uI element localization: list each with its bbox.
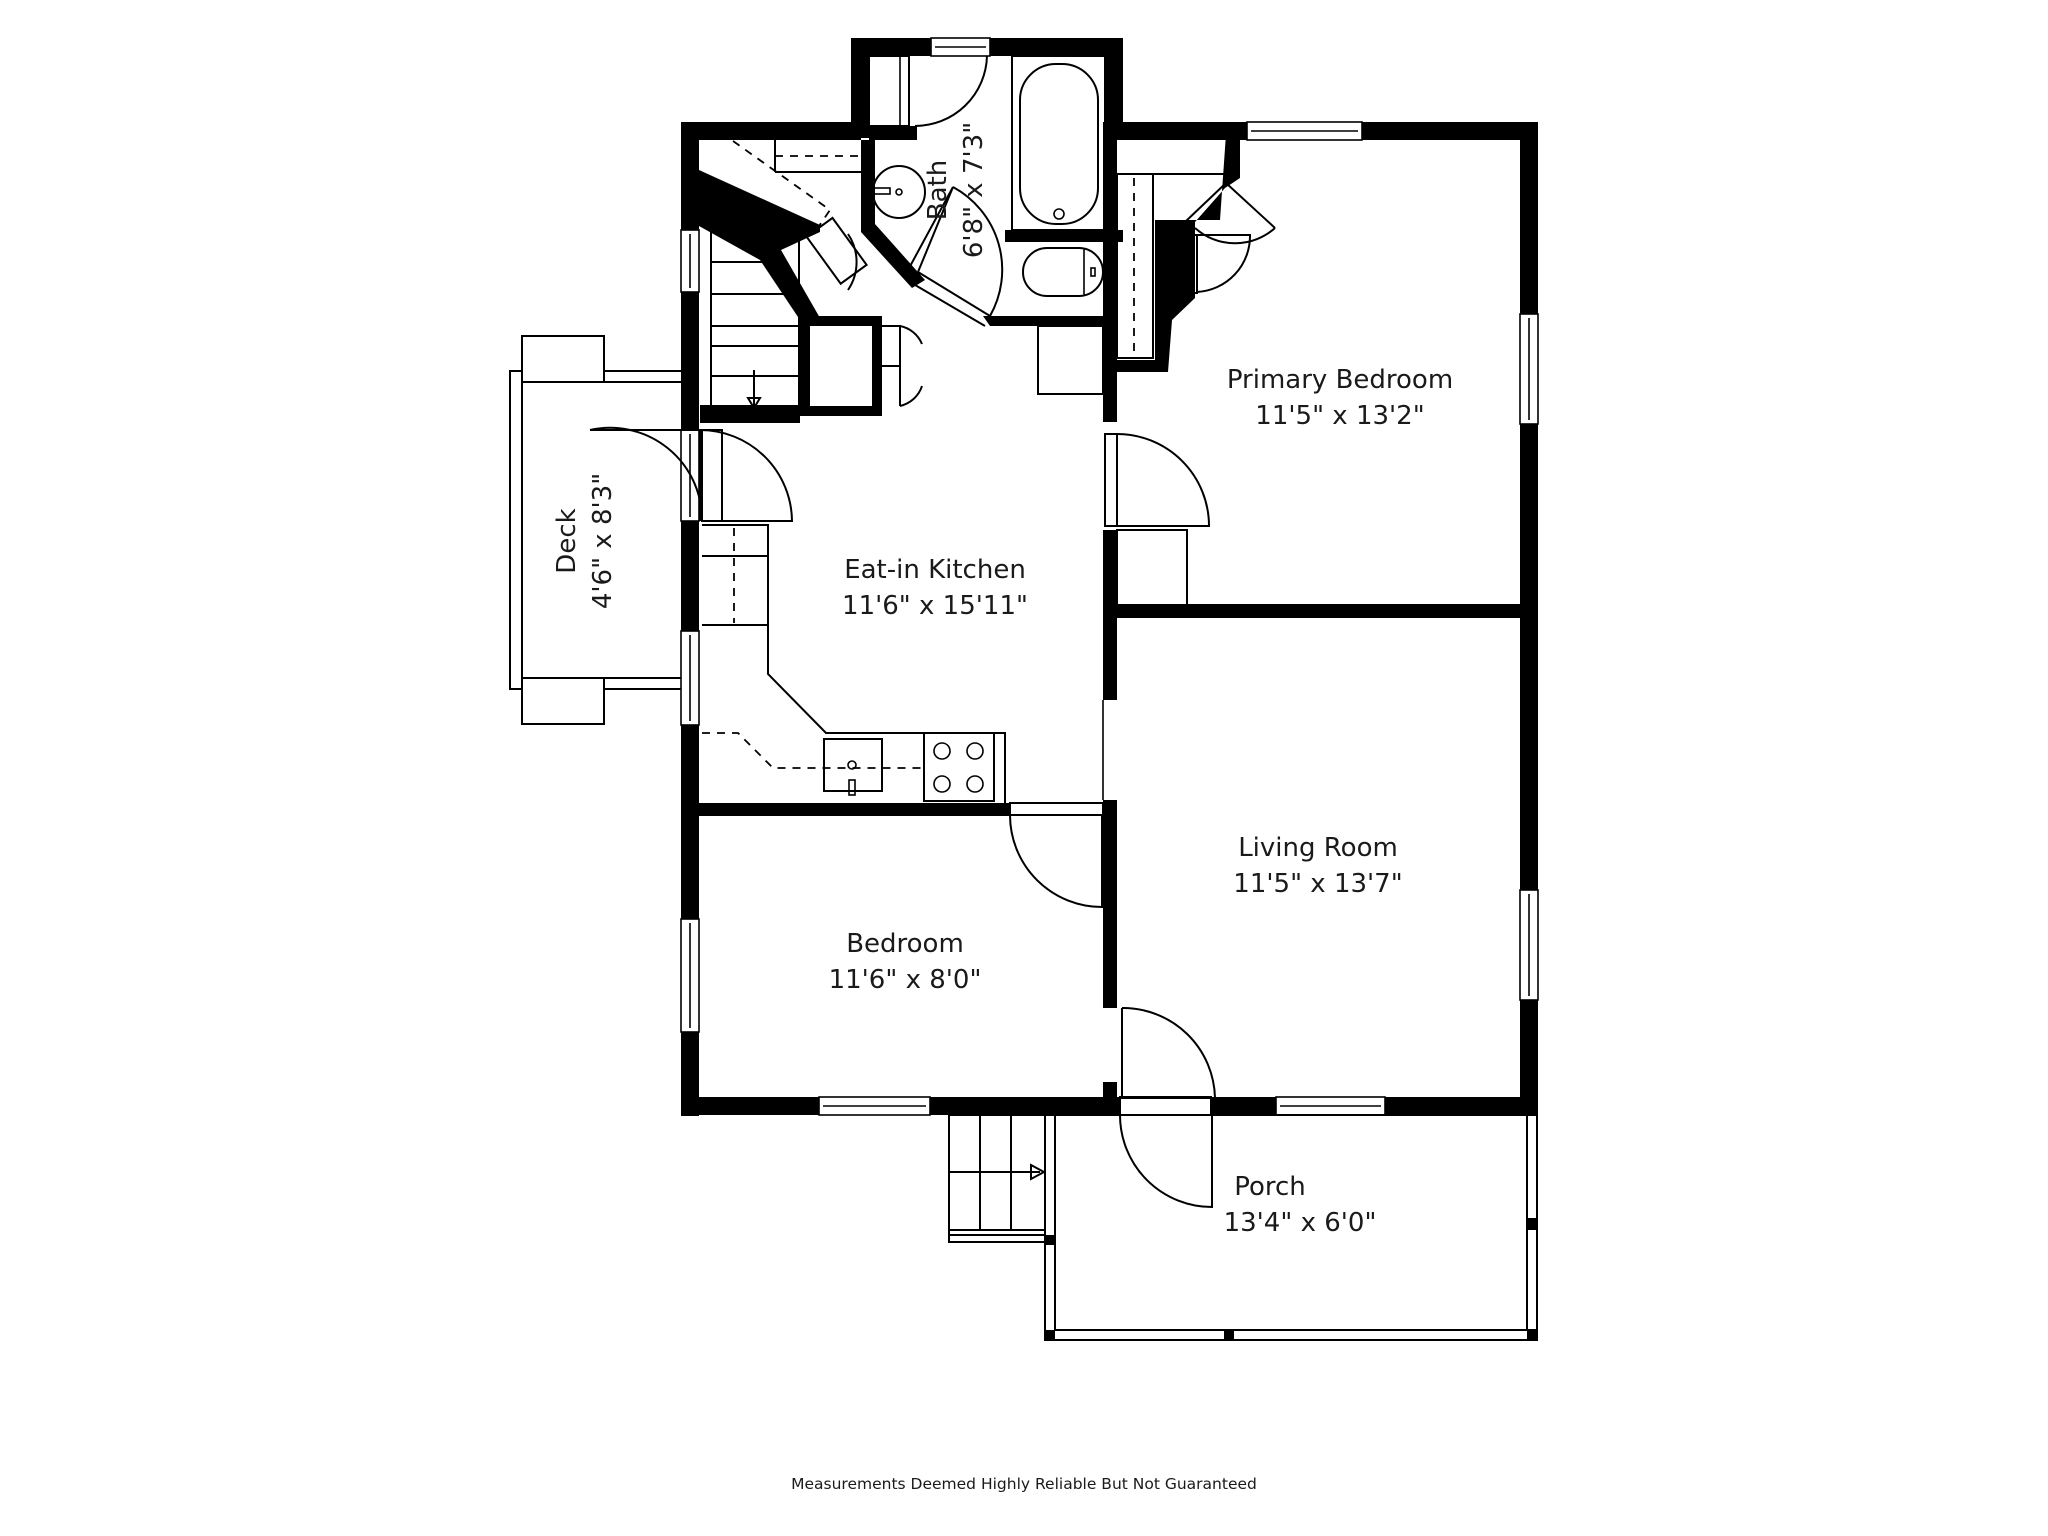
room-name: Bedroom bbox=[846, 929, 964, 959]
room-name: Eat-in Kitchen bbox=[844, 555, 1026, 585]
room-name: Living Room bbox=[1238, 833, 1398, 863]
living-fixtures bbox=[1121, 889, 1539, 1116]
room-name: Primary Bedroom bbox=[1226, 365, 1454, 395]
walls bbox=[681, 38, 1538, 1116]
room-dims: 11'5" x 13'7" bbox=[1233, 869, 1403, 899]
room-name: Deck bbox=[552, 508, 582, 574]
room-dims: 13'4" x 6'0" bbox=[1223, 1208, 1377, 1238]
room-name: Porch bbox=[1234, 1172, 1306, 1202]
disclaimer-text: Measurements Deemed Highly Reliable But … bbox=[791, 1475, 1257, 1493]
stairs-icon bbox=[680, 140, 868, 410]
porch bbox=[948, 1096, 1538, 1341]
room-dims: 4'6" x 8'3" bbox=[588, 472, 618, 610]
room-label-deck: Deck 4'6" x 8'3" bbox=[549, 473, 621, 609]
room-label-living-room: Living Room 11'5" x 13'7" bbox=[1233, 830, 1402, 902]
room-dims: 6'8" x 7'3" bbox=[959, 121, 989, 259]
room-label-primary-bedroom: Primary Bedroom 11'5" x 13'2" bbox=[1227, 362, 1453, 434]
stove-icon bbox=[923, 732, 995, 802]
porch-stairs-icon bbox=[948, 1114, 1047, 1243]
kitchen-sink-icon bbox=[823, 738, 883, 792]
sink-icon bbox=[872, 165, 926, 219]
room-dims: 11'5" x 13'2" bbox=[1255, 401, 1425, 431]
room-label-porch: Porch 13'4" x 6'0" bbox=[1224, 1169, 1377, 1241]
bathtub-icon bbox=[1019, 63, 1099, 225]
kitchen-fixtures bbox=[589, 426, 1104, 803]
room-label-kitchen: Eat-in Kitchen 11'6" x 15'11" bbox=[842, 552, 1028, 624]
pantry bbox=[882, 325, 1104, 407]
door-icon bbox=[589, 426, 704, 522]
room-name: Bath bbox=[923, 159, 953, 221]
bath-fixtures bbox=[868, 37, 1106, 327]
toilet-icon bbox=[1022, 247, 1104, 297]
bedroom-fixtures bbox=[680, 802, 1104, 1116]
room-dims: 11'6" x 15'11" bbox=[842, 591, 1028, 621]
room-label-bath: Bath 6'8" x 7'3" bbox=[920, 122, 992, 258]
room-dims: 11'6" x 8'0" bbox=[828, 965, 982, 995]
room-label-bedroom: Bedroom 11'6" x 8'0" bbox=[829, 926, 982, 998]
primary-fixtures bbox=[1104, 121, 1539, 607]
